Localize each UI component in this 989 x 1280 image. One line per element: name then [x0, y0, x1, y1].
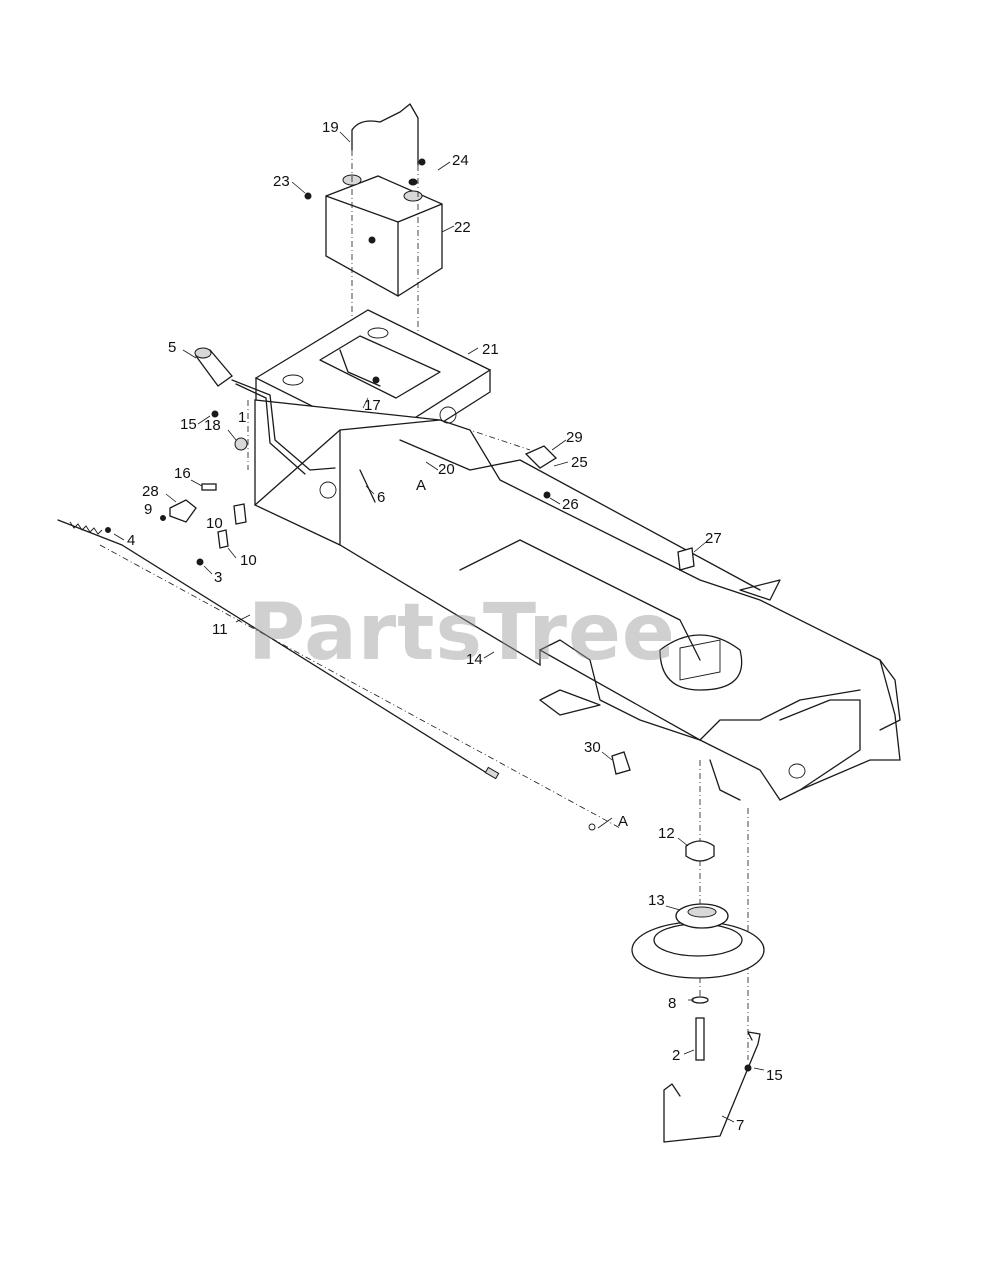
tractor-frame — [254, 399, 901, 801]
pulley-assembly — [631, 840, 765, 1072]
callout-8[interactable]: 8 — [668, 995, 677, 1012]
callout-3[interactable]: 3 — [214, 569, 223, 586]
callout-15a[interactable]: 15 — [180, 416, 197, 433]
callout-19[interactable]: 19 — [322, 119, 339, 136]
bracket-rod — [663, 1031, 761, 1143]
callout-29[interactable]: 29 — [566, 429, 583, 446]
reference-a-bottom: A — [618, 813, 629, 830]
callout-26[interactable]: 26 — [562, 496, 579, 513]
callout-leader-lines — [113, 131, 765, 1123]
callout-24[interactable]: 24 — [452, 152, 469, 169]
callout-17[interactable]: 17 — [364, 397, 381, 414]
callout-21[interactable]: 21 — [482, 341, 499, 358]
control-cable — [57, 519, 596, 831]
callout-2[interactable]: 2 — [672, 1047, 681, 1064]
callout-11[interactable]: 11 — [212, 621, 228, 638]
callout-28[interactable]: 28 — [142, 483, 159, 500]
callout-22[interactable]: 22 — [454, 219, 471, 236]
shift-knob — [194, 347, 233, 387]
battery — [325, 174, 443, 297]
callout-9[interactable]: 9 — [144, 501, 153, 518]
callout-25[interactable]: 25 — [571, 454, 588, 471]
callout-30[interactable]: 30 — [584, 739, 601, 756]
shift-lever — [231, 379, 336, 475]
callout-12[interactable]: 12 — [658, 825, 675, 842]
callout-6[interactable]: 6 — [377, 489, 386, 506]
callout-14[interactable]: 14 — [466, 651, 483, 668]
callout-20[interactable]: 20 — [438, 461, 455, 478]
callout-16[interactable]: 16 — [174, 465, 191, 482]
callout-13[interactable]: 13 — [648, 892, 665, 909]
callout-5[interactable]: 5 — [168, 339, 177, 356]
callout-23[interactable]: 23 — [273, 173, 290, 190]
callout-7[interactable]: 7 — [736, 1117, 745, 1134]
callout-4[interactable]: 4 — [127, 532, 136, 549]
callout-27[interactable]: 27 — [705, 530, 722, 547]
hardware-parts — [105, 158, 695, 775]
callout-10b[interactable]: 10 — [240, 552, 257, 569]
reference-a-top: A — [416, 477, 427, 494]
callout-18[interactable]: 18 — [204, 417, 221, 434]
callout-10a[interactable]: 10 — [206, 515, 223, 532]
battery-hold-down-rod — [351, 103, 419, 166]
watermark: PartsTree — [248, 588, 676, 678]
callout-1[interactable]: 1 — [238, 409, 247, 426]
callout-15b[interactable]: 15 — [766, 1067, 783, 1084]
